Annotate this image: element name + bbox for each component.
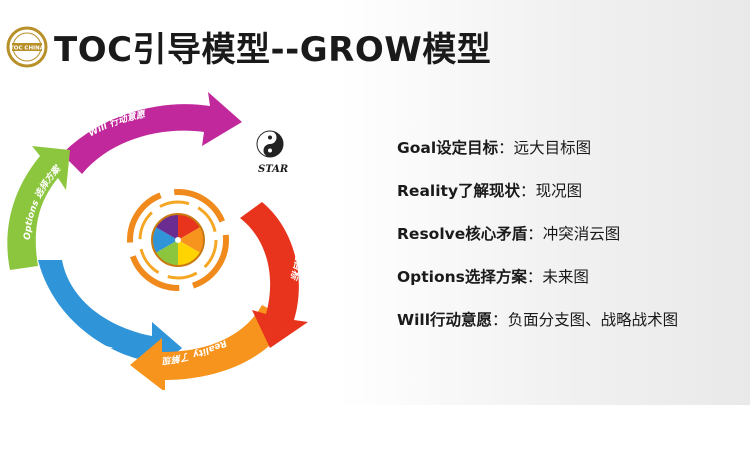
- yin-yang-icon: [256, 130, 284, 158]
- grow-legend: Goal设定目标：远大目标图 Reality了解现状：现况图 Resolve核心…: [397, 136, 747, 351]
- legend-item-will: Will行动意愿：负面分支图、战略战术图: [397, 311, 679, 329]
- resolve-arrow: [38, 260, 182, 376]
- legend-item-options: Options选择方案：未来图: [397, 268, 589, 286]
- legend-item-reality: Reality了解现状：现况图: [397, 182, 583, 200]
- legend-item-resolve: Resolve核心矛盾：冲突消云图: [397, 225, 621, 243]
- reality-arrow: [130, 305, 290, 390]
- color-wheel: [151, 213, 205, 267]
- toc-china-logo: TOC CHINA: [6, 26, 48, 68]
- slide: TOC CHINA TOC引导模型--GROW模型 Will 行动意愿 Opti…: [0, 0, 750, 405]
- will-arrow: [62, 92, 242, 174]
- options-arrow: [7, 146, 71, 270]
- page-title: TOC引导模型--GROW模型: [54, 30, 492, 70]
- star-label: STAR: [258, 164, 288, 175]
- center-emblem: [127, 189, 229, 291]
- grow-cycle-diagram: Will 行动意愿 Options 选择方案 Resolve Conflict …: [0, 90, 308, 390]
- goal-arrow: [240, 202, 308, 348]
- legend-item-goal: Goal设定目标：远大目标图: [397, 139, 592, 157]
- svg-text:TOC CHINA: TOC CHINA: [10, 45, 45, 51]
